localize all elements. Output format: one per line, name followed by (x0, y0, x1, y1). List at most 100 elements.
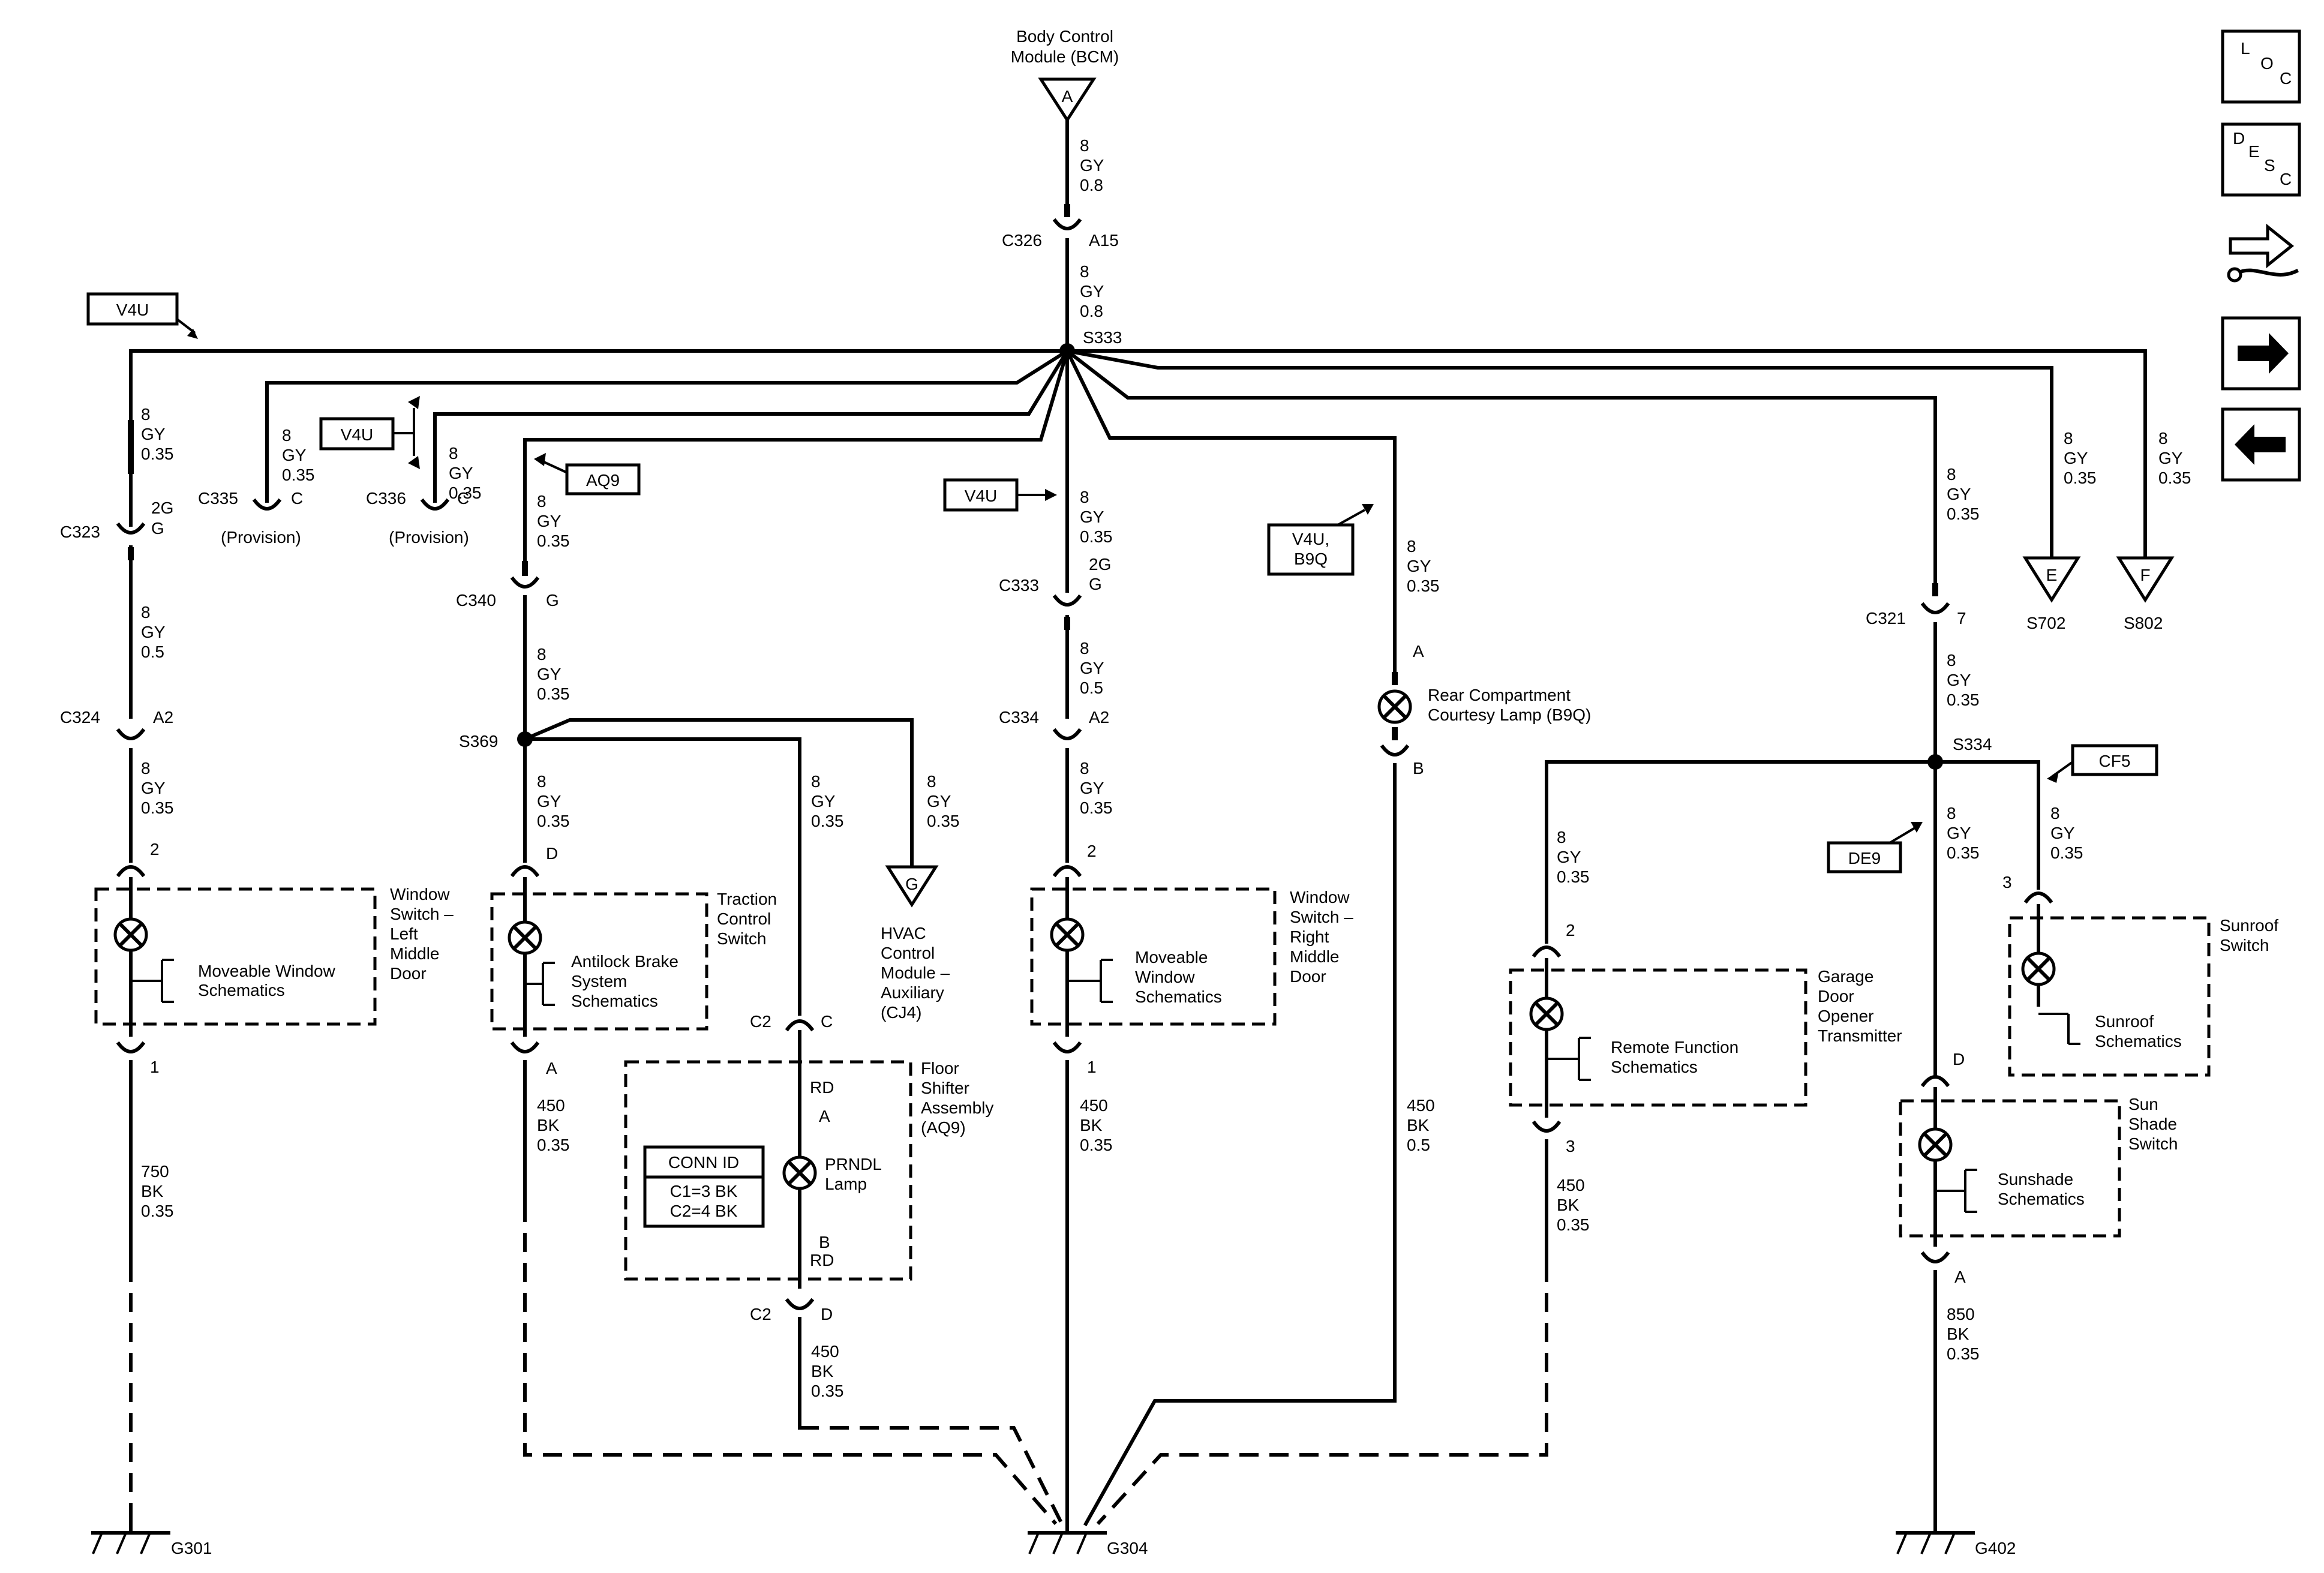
wire-label: GY (1947, 824, 1971, 842)
option-code: V4U (341, 425, 373, 444)
desc-letter: D (2233, 129, 2245, 148)
schematic-reference: Antilock Brake (571, 952, 678, 971)
lamp-icon-cross (786, 1159, 813, 1187)
component-name: Traction (717, 890, 777, 908)
pin-connector (1920, 1075, 1950, 1088)
component-name: Rear Compartment (1428, 686, 1571, 704)
wire-label: 0.35 (1407, 577, 1440, 595)
loc-button[interactable]: L O C (2221, 29, 2301, 104)
pin-connector (1052, 1041, 1082, 1053)
connector-c333 (1052, 594, 1082, 607)
desc-button[interactable]: D E S C (2221, 122, 2301, 197)
connector-label: C323 (60, 523, 100, 541)
connector-pin: 1 (150, 1058, 160, 1076)
wrench-icon[interactable] (2227, 223, 2299, 283)
connector-label: C340 (456, 591, 496, 610)
wrench-head (2227, 267, 2242, 283)
component-name: Auxiliary (881, 983, 944, 1002)
wire-label: 8 (1080, 136, 1089, 155)
component-box-right-window-switch (1030, 887, 1277, 1026)
connector-pin: A (819, 1107, 830, 1125)
schematic-reference-bracket (1935, 1169, 1977, 1213)
wire-seal (1392, 727, 1398, 740)
wire-label: 0.35 (811, 1382, 844, 1400)
arrow-right-icon (2238, 333, 2289, 374)
connector-pin: 7 (1957, 609, 1966, 628)
loc-button-frame[interactable] (2221, 29, 2301, 104)
lamp-icon-cross (1381, 693, 1409, 721)
connector-label: C333 (999, 576, 1039, 595)
wire-label: BK (1407, 1116, 1430, 1134)
wire-label: GY (537, 792, 562, 810)
wire-label: GY (1080, 779, 1104, 797)
wire-label: 0.5 (1080, 679, 1103, 697)
bcm-label: Body Control (1016, 27, 1113, 46)
wire-label: GY (141, 425, 166, 443)
component-name: Switch – (390, 905, 454, 923)
rear-compartment-lamp-circuit: V4U, B9Q 8 GY 0.35 A Rear Compartment Co… (1083, 504, 1591, 1527)
wire-seal (1064, 204, 1070, 217)
wire-label: 0.35 (1080, 1136, 1113, 1154)
component-name: Control (717, 909, 771, 928)
wire-label: 0.35 (927, 812, 960, 830)
option-arrowhead (534, 453, 546, 466)
connector-pin: F (2140, 566, 2150, 584)
sunroof-circuit: CF5 8 GY 0.35 3 Sunroof Schematics Sunro… (2002, 744, 2278, 1077)
schematic-reference-bracket (2038, 1013, 2080, 1045)
connector-pin: C (457, 489, 469, 508)
option-leader (539, 459, 571, 475)
connector-pin: 3 (1566, 1137, 1575, 1155)
provision-note: (Provision) (221, 528, 301, 547)
pin-connector (510, 1041, 540, 1053)
connector-pin: G (546, 591, 559, 610)
wire-label: 8 (1407, 537, 1416, 556)
schematic-reference: Schematics (1135, 987, 1222, 1006)
wire-label: 8 (1080, 639, 1089, 658)
tools-arrow-shape (2229, 223, 2295, 269)
option-leader (1337, 509, 1365, 526)
connector-label: C321 (1866, 609, 1906, 628)
connector-c340 (510, 576, 540, 589)
schematic-reference-bracket (525, 962, 555, 1006)
wire-label: 8 (2064, 429, 2073, 448)
component-name: Switch – (1290, 908, 1353, 926)
lamp-name: PRNDL (825, 1155, 882, 1173)
s702-branch: 8 GY 0.35 E S702 (2022, 418, 2097, 632)
component-name: Window (1290, 888, 1350, 906)
pin-connector (1380, 744, 1410, 757)
next-page-button[interactable] (2221, 316, 2301, 391)
option-leader (393, 408, 415, 456)
wire-to-c321 (1064, 348, 1937, 593)
ground-hatch (92, 1532, 151, 1554)
ground-wire (1096, 1263, 1548, 1526)
connector-label: C336 (366, 489, 406, 508)
component-name: Door (1290, 967, 1326, 986)
splice-label: S334 (1953, 735, 1992, 754)
component-name: Window (390, 885, 450, 903)
wire-to-rear-lamp (1064, 348, 1397, 674)
wire-label: GY (2064, 449, 2088, 467)
connector-pin: A15 (1089, 231, 1119, 250)
prev-page-button[interactable] (2221, 407, 2301, 482)
schematic-reference: Schematics (1611, 1058, 1698, 1076)
wire-label: 8 (2158, 429, 2168, 448)
component-box-garage-opener (1509, 968, 1807, 1107)
loc-letter: O (2260, 54, 2274, 73)
desc-button-frame[interactable] (2221, 122, 2301, 197)
right-door-circuit: V4U 8 GY 0.35 C333 2G G 8 GY 0.5 C334 A2… (943, 478, 1353, 1526)
wire-label: 0.35 (141, 798, 174, 817)
wire-label: 0.8 (1080, 176, 1103, 194)
component-box-floor-shifter (624, 1060, 912, 1281)
wire-label: BK (811, 1362, 834, 1380)
component-name: Shifter (921, 1079, 969, 1097)
wire-label: 0.5 (1407, 1136, 1430, 1154)
option-arrowhead (1911, 822, 1923, 833)
bcm-label: Module (BCM) (1011, 47, 1119, 66)
wire-to-hvac (523, 718, 914, 869)
component-name: Control (881, 944, 935, 962)
wire-label: 0.35 (2064, 469, 2097, 487)
option-v4u-label (319, 417, 395, 451)
wire-label: 0.35 (449, 484, 482, 502)
traction-control-circuit: AQ9 8 GY 0.35 C340 G 8 GY 0.35 S369 8 GY… (456, 453, 1058, 1525)
